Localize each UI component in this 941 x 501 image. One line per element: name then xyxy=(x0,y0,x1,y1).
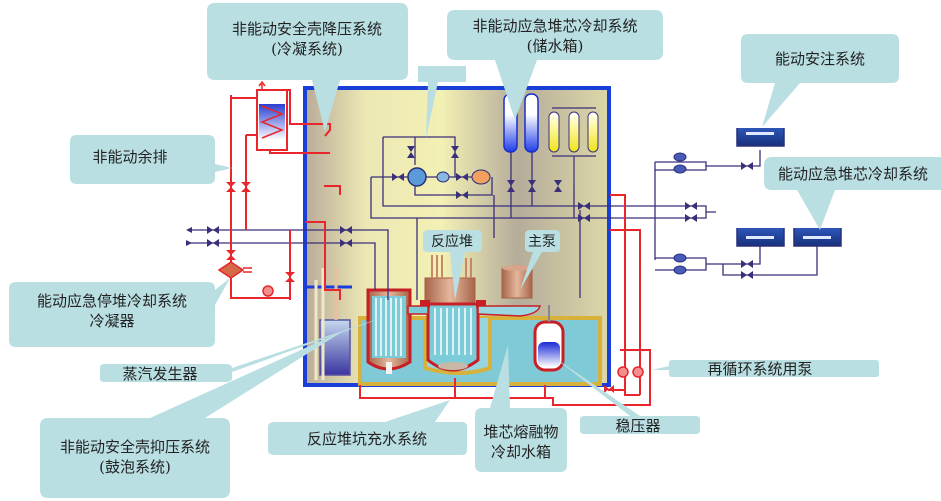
label-passive-emergency-core-cooling-1: 非能动应急堆芯冷却系统 xyxy=(472,17,637,35)
suppression-pool xyxy=(306,268,352,380)
pressurizer xyxy=(533,305,565,372)
safety-injection-tank xyxy=(736,128,785,147)
label-active-emergency-core-cooling: 能动应急堆芯冷却系统 xyxy=(778,165,928,183)
callout-active-safety-injection: 能动安注系统 xyxy=(741,34,899,127)
callout-passive-emergency-core-cooling: 非能动应急堆芯冷却系统 (储水箱) xyxy=(447,10,663,120)
label-passive-emergency-core-cooling-2: (储水箱) xyxy=(527,37,584,55)
callout-recirculation-pump: 再循环系统用泵 xyxy=(652,360,879,378)
callout-active-emergency-core-cooling: 能动应急堆芯冷却系统 xyxy=(764,157,941,230)
steam-generator xyxy=(366,288,412,374)
label-active-emergency-shutdown-condenser-1: 能动应急停堆冷却系统 xyxy=(37,292,187,310)
callout-passive-containment-suppression: 非能动安全壳抑压系统 (鼓泡系统) xyxy=(40,330,345,498)
callout-connector-tab xyxy=(418,66,466,138)
callout-pressurizer: 稳压器 xyxy=(552,356,700,435)
main-pump xyxy=(477,265,541,317)
label-recirculation-pump: 再循环系统用泵 xyxy=(707,360,812,378)
red-valves xyxy=(226,182,614,393)
label-core-melt-cooling-tank-2: 冷却水箱 xyxy=(491,443,551,461)
callout-core-melt-cooling-tank: 堆芯熔融物 冷却水箱 xyxy=(475,345,567,472)
label-active-emergency-shutdown-condenser-2: 冷凝器 xyxy=(89,312,134,330)
label-passive-containment-depressurization-2: (冷凝系统) xyxy=(271,40,343,58)
callout-reactor-cavity-flooding: 反应堆坑充水系统 xyxy=(268,400,467,455)
label-active-safety-injection: 能动安注系统 xyxy=(775,50,865,68)
red-pumps xyxy=(262,285,644,378)
label-passive-residual-heat-removal: 非能动余排 xyxy=(92,148,167,166)
label-reactor-cavity-flooding: 反应堆坑充水系统 xyxy=(307,430,427,448)
label-reactor: 反应堆 xyxy=(431,233,473,250)
callout-active-emergency-shutdown-condenser: 能动应急停堆冷却系统 冷凝器 xyxy=(9,278,230,347)
emergency-cooling-tank-1 xyxy=(736,228,785,247)
callout-passive-residual-heat-removal: 非能动余排 xyxy=(70,135,232,184)
navy-valves xyxy=(186,146,753,279)
passive-heat-exchanger xyxy=(256,80,288,151)
label-pressurizer: 稳压器 xyxy=(615,417,660,435)
callout-passive-containment-depressurization: 非能动安全壳降压系统 (冷凝系统) xyxy=(207,3,408,132)
callout-steam-generator: 蒸汽发生器 xyxy=(100,315,390,383)
emergency-cooling-tank-2 xyxy=(793,228,842,247)
yellow-storage-tanks xyxy=(548,107,599,185)
callout-main-pump: 主泵 xyxy=(520,230,560,290)
label-passive-containment-depressurization-1: 非能动安全壳降压系统 xyxy=(232,20,382,38)
label-core-melt-cooling-tank-1: 堆芯熔融物 xyxy=(483,423,558,441)
label-passive-containment-suppression-2: (鼓泡系统) xyxy=(99,458,171,476)
navy-pumps xyxy=(407,152,687,275)
label-main-pump: 主泵 xyxy=(528,234,556,250)
callout-reactor: 反应堆 xyxy=(423,230,482,300)
label-passive-containment-suppression-1: 非能动安全壳抑压系统 xyxy=(60,438,210,456)
condenser xyxy=(217,261,252,279)
label-steam-generator: 蒸汽发生器 xyxy=(122,365,197,383)
